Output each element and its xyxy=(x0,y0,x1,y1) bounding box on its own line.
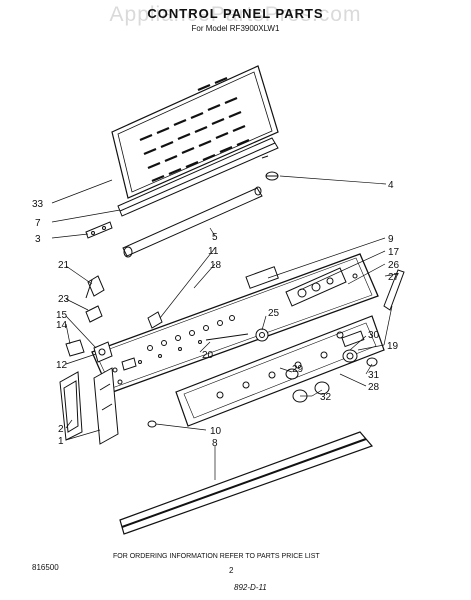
callout-3: 3 xyxy=(35,234,41,245)
clock-timer-part xyxy=(285,267,347,307)
callout-20: 20 xyxy=(202,350,214,361)
callout-21: 21 xyxy=(58,260,70,271)
callout-17: 17 xyxy=(388,247,400,258)
callout-23: 23 xyxy=(58,294,70,305)
backguard-glass-part xyxy=(111,65,279,199)
callout-28: 28 xyxy=(368,382,380,393)
callout-11: 11 xyxy=(208,246,219,257)
callout-31: 31 xyxy=(368,370,380,381)
rod-part xyxy=(205,333,249,341)
callout-14: 14 xyxy=(56,320,68,331)
callout-10: 10 xyxy=(210,426,222,437)
bottom-trim-part xyxy=(119,431,374,535)
screw-part xyxy=(147,420,157,428)
callout-18: 18 xyxy=(210,260,222,271)
screw-clip-part xyxy=(265,171,279,181)
callout-33: 33 xyxy=(32,199,44,210)
callout-8: 8 xyxy=(212,438,218,449)
callout-32: 32 xyxy=(320,392,332,403)
callout-19: 19 xyxy=(387,341,399,352)
watermark: AppliancePartsPros.com xyxy=(109,3,362,26)
callout-2: 2 xyxy=(58,424,64,435)
callout-4: 4 xyxy=(388,180,394,191)
bracket-part xyxy=(85,221,113,239)
callout-12: 12 xyxy=(56,360,68,371)
handwritten-code: 892-D-11 xyxy=(234,583,267,592)
side-bracket-parts xyxy=(59,367,119,445)
control-overlay-part xyxy=(175,315,385,427)
callout-26: 26 xyxy=(388,260,400,271)
callout-27: 27 xyxy=(388,272,400,283)
document-number: 816500 xyxy=(32,563,59,572)
end-cap-part xyxy=(383,269,405,311)
callout-25: 25 xyxy=(268,308,280,319)
callout-9: 9 xyxy=(388,234,394,245)
callout-30: 30 xyxy=(368,330,380,341)
page-title: CONTROL PANEL PARTS xyxy=(147,6,324,21)
left-switch-parts xyxy=(65,275,163,371)
callout-15: 15 xyxy=(56,310,68,321)
trim-rail-part xyxy=(117,137,279,217)
callout-7: 7 xyxy=(35,218,41,229)
callout-5: 5 xyxy=(212,232,218,243)
callout-29: 29 xyxy=(292,364,304,375)
model-subtitle: For Model RF3900XLW1 xyxy=(191,24,280,33)
page-number: 2 xyxy=(229,566,234,575)
ordering-note: FOR ORDERING INFORMATION REFER TO PARTS … xyxy=(113,553,320,560)
lamp-tube-part xyxy=(122,186,263,258)
callout-1: 1 xyxy=(58,436,64,447)
leader-lines xyxy=(51,175,399,480)
